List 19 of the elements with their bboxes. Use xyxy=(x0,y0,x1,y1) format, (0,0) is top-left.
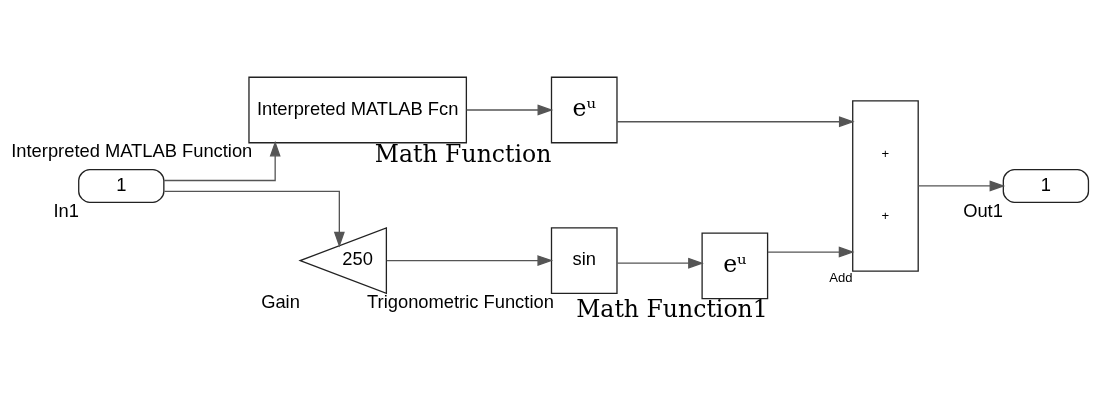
arrow xyxy=(466,103,554,115)
arrow xyxy=(616,115,855,127)
node-label: Add xyxy=(829,269,853,285)
node-label: In1 xyxy=(53,199,80,221)
node-box: 1 xyxy=(1002,168,1090,203)
node-box: eᵘ xyxy=(550,76,618,143)
node-box: sin xyxy=(550,226,618,294)
node-box: + + xyxy=(852,99,919,272)
node-label: Gain xyxy=(261,290,300,312)
node-label: Out1 xyxy=(963,199,1003,221)
arrow xyxy=(163,140,281,181)
arrow xyxy=(163,190,345,248)
node-box: 1 xyxy=(78,168,165,203)
arrow xyxy=(767,246,855,258)
node-box: Interpreted MATLAB Fcn xyxy=(248,76,468,143)
arrow xyxy=(616,257,704,269)
arrow xyxy=(386,254,554,266)
node-box: eᵘ xyxy=(701,231,769,299)
arrow xyxy=(917,179,1006,191)
